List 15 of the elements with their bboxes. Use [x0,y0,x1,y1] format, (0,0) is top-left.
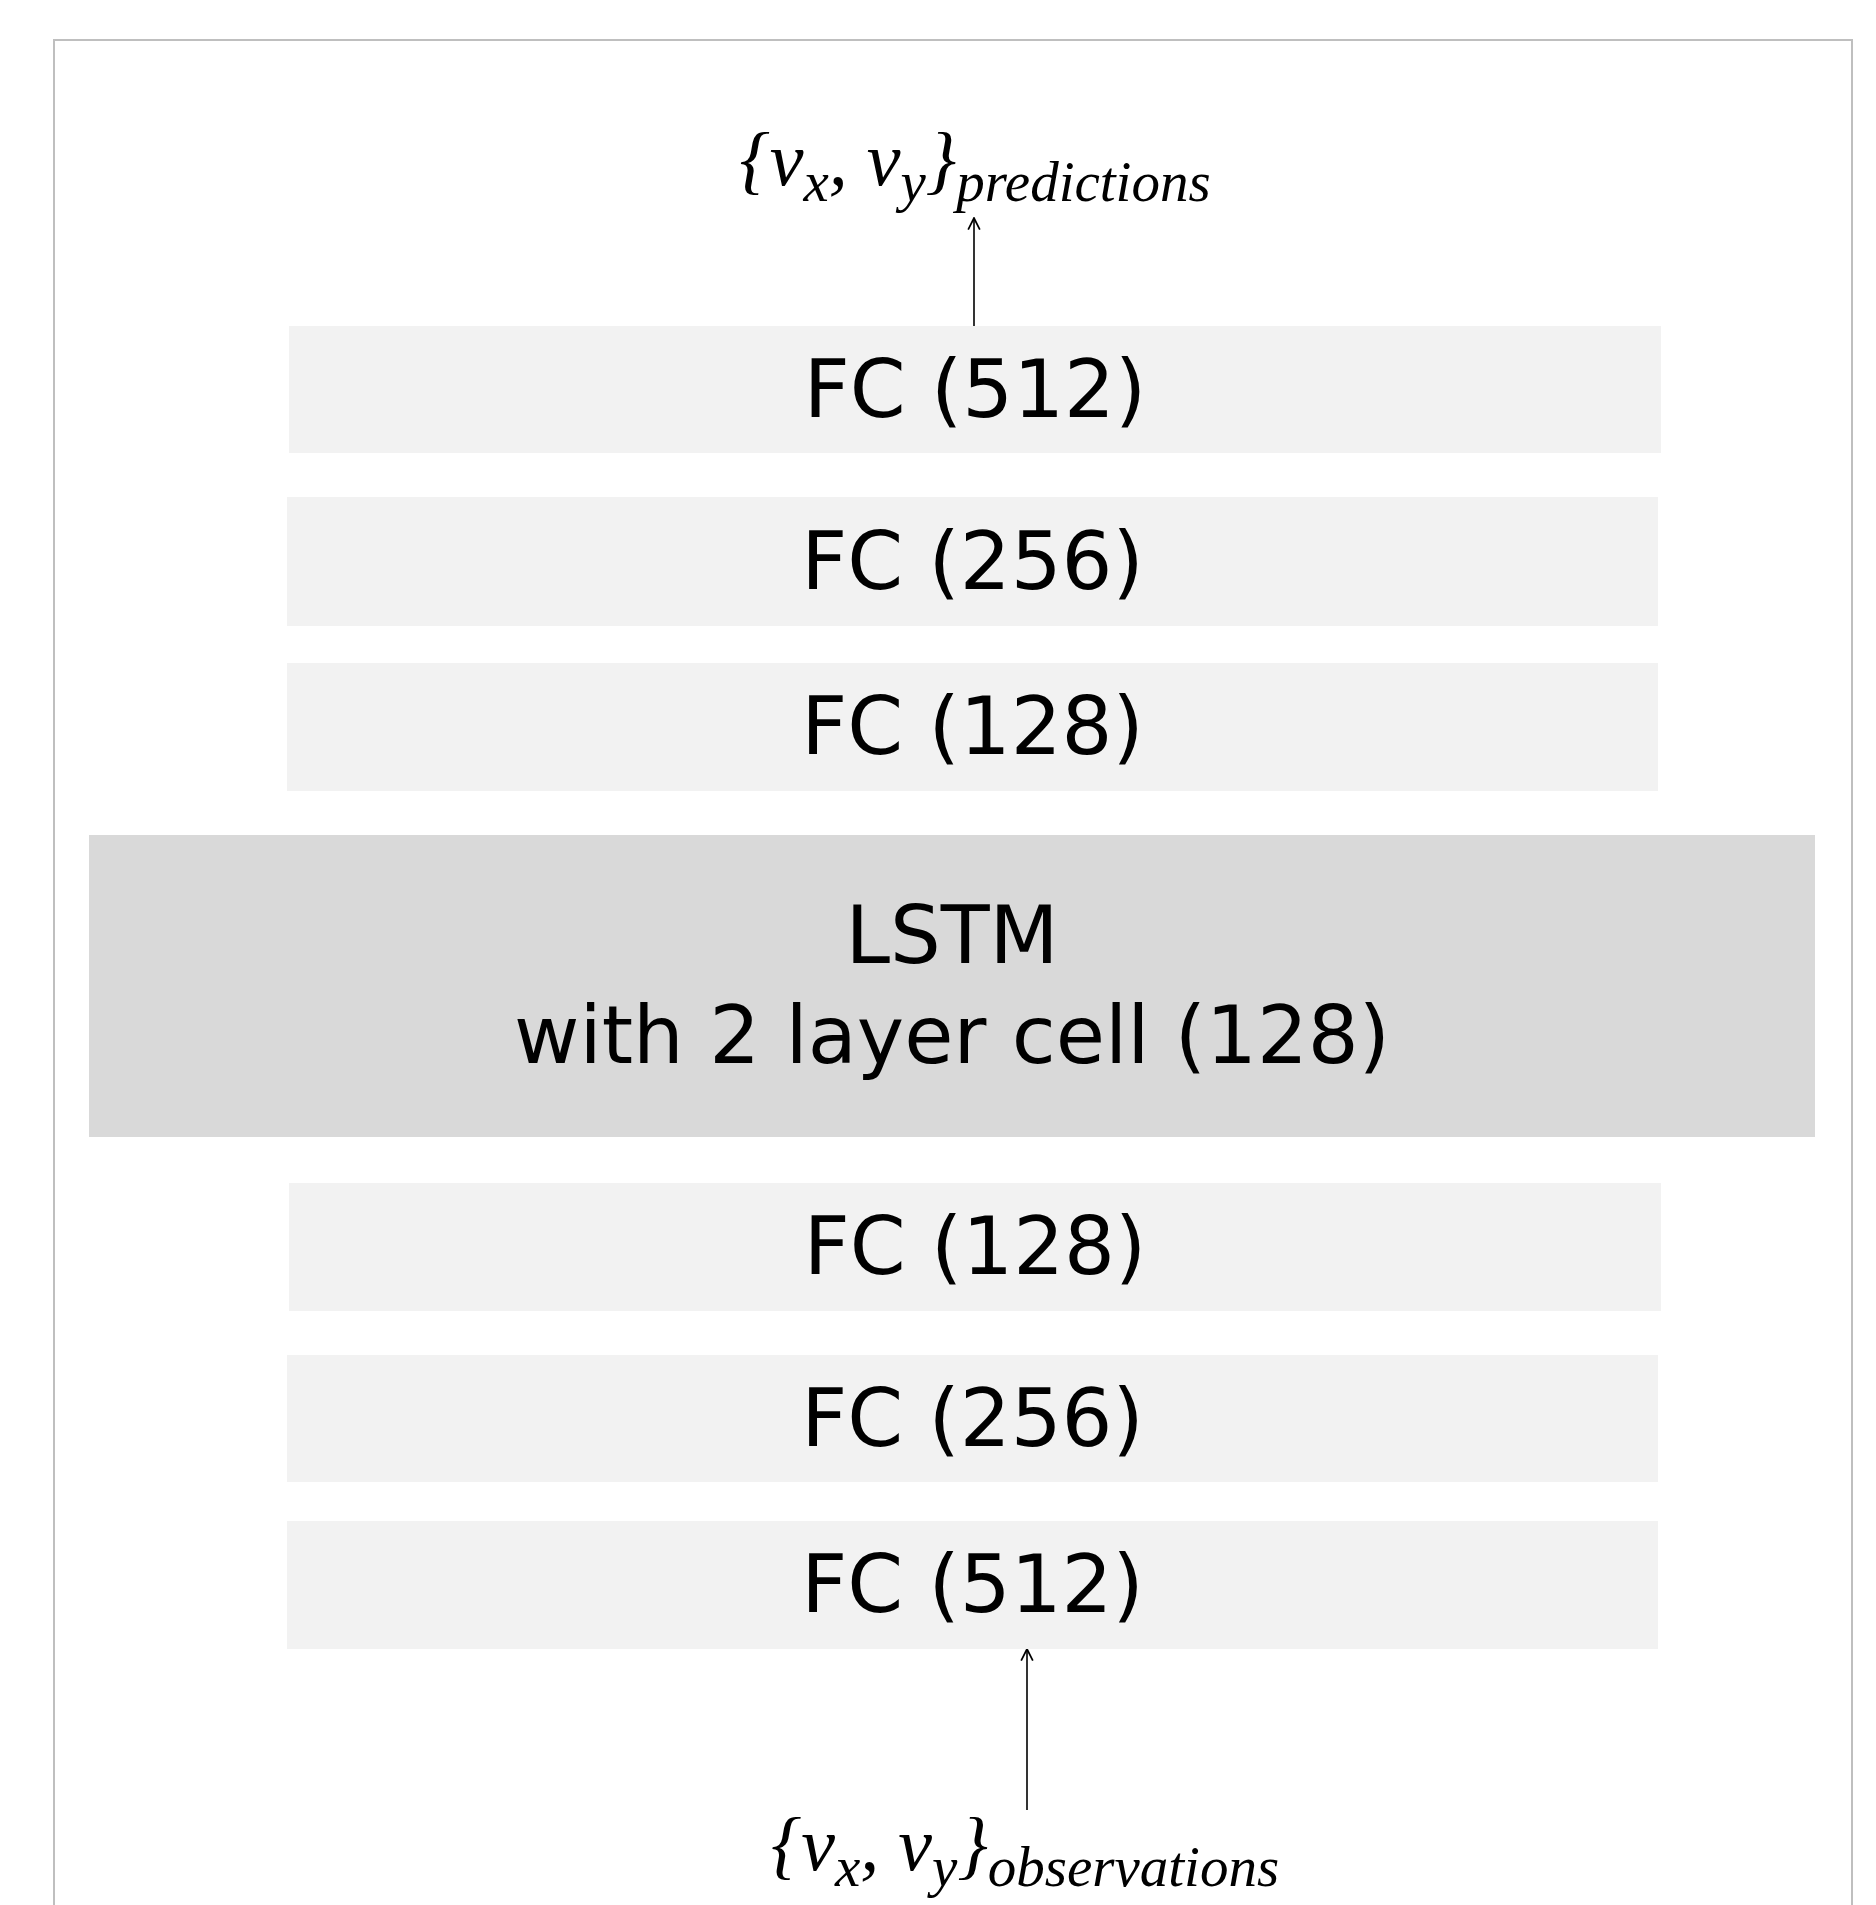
layer-label: FC (256) [801,1370,1144,1467]
layer-label: with 2 layer cell (128) [514,988,1390,1084]
arrow [1020,1648,1034,1811]
layer-label: FC (256) [801,513,1144,610]
layer-box [287,1521,1658,1649]
layer-box [289,326,1661,453]
layer-label: LSTM [845,888,1059,984]
math-label: {v$_{x}$, v$_{y}$}$_{observations}$ [770,1800,1280,1900]
layer-label: FC (128) [801,679,1144,775]
layer-label: FC (512) [801,1537,1144,1633]
lstm-layer-box [89,835,1815,1137]
math-label: {v$_{x}$, v$_{y}$}$_{predictions}$ [739,115,1211,215]
layer-label: FC (512) [803,341,1147,438]
arrow [967,217,981,327]
layer-label: FC (128) [803,1199,1147,1295]
